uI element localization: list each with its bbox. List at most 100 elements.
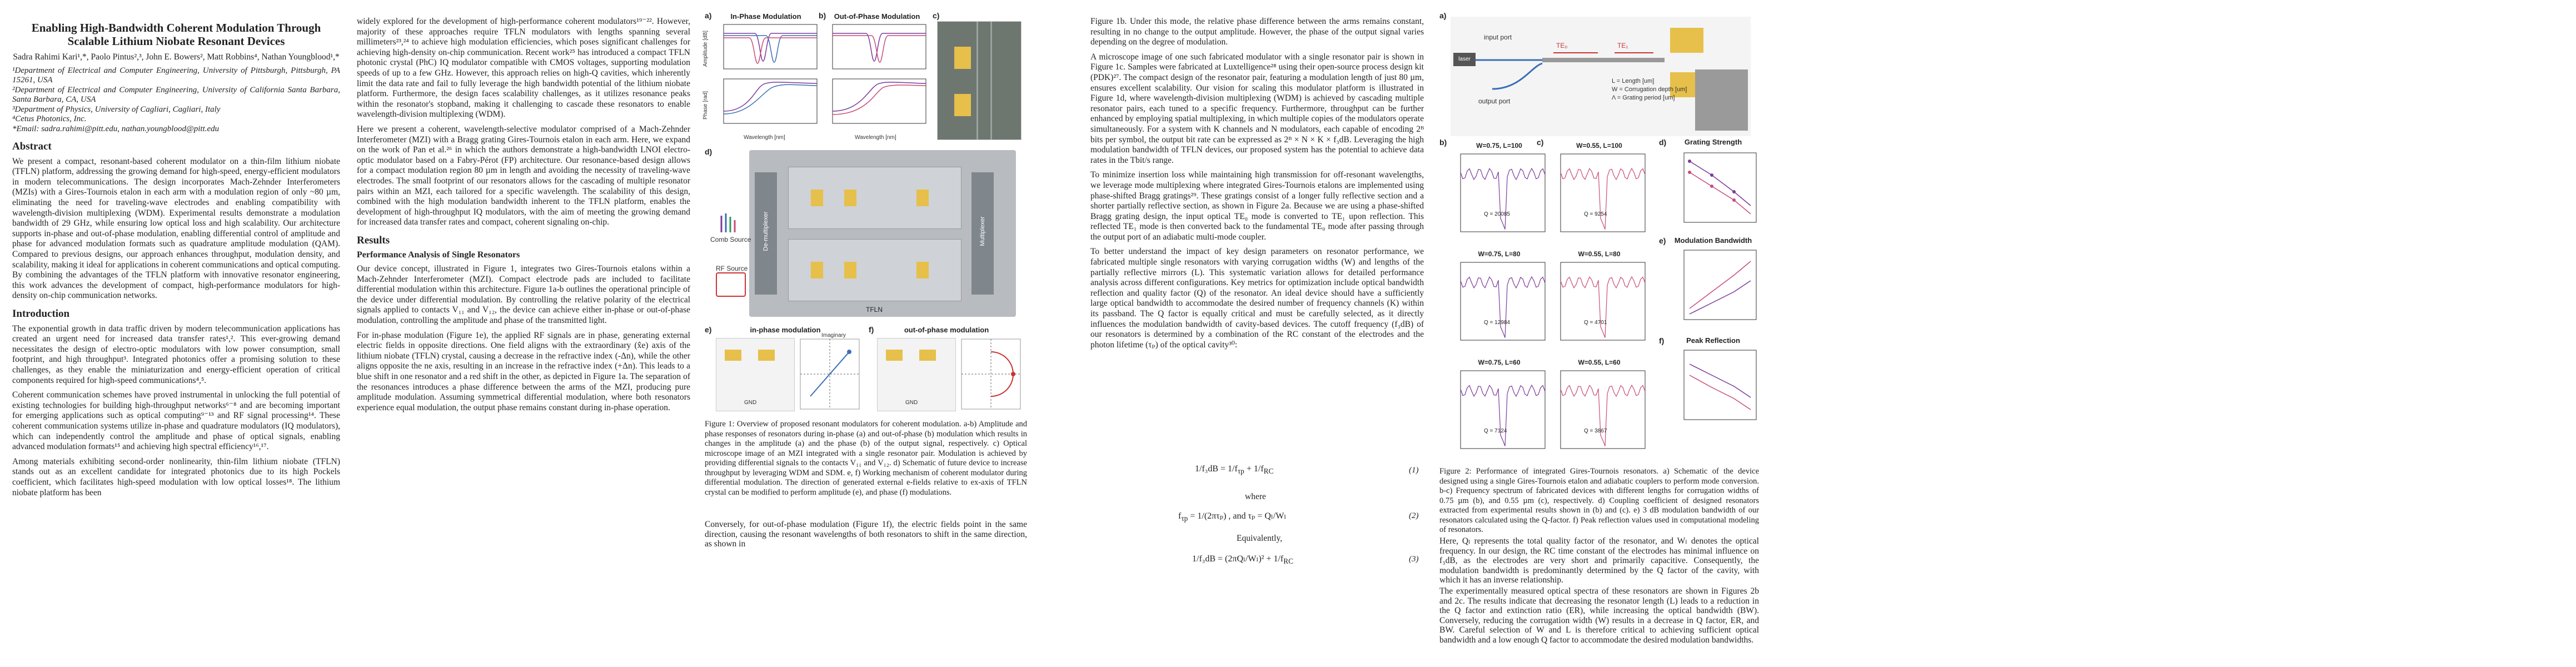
spectrum-plot — [1460, 262, 1546, 341]
modulation-bandwidth-plot — [1683, 250, 1757, 320]
equation-1: 1/f₃dB = 1/fτp + 1/fRC — [1195, 464, 1274, 476]
panel-label: b) — [819, 11, 826, 20]
spectrum-plot — [1460, 370, 1546, 449]
resonator-block — [788, 167, 961, 229]
spectrum-panel: W=0.55, L=100 Q = 9254 — [1551, 142, 1648, 247]
electrode-pad — [954, 47, 971, 69]
spectrum-plot — [1560, 262, 1646, 341]
microscope-image — [937, 21, 1022, 140]
spectrum-trace — [1560, 167, 1646, 230]
panel-label: c) — [933, 11, 940, 20]
spectrum-title: W=0.55, L=80 — [1578, 250, 1621, 258]
paragraph: Here we present a coherent, wavelength-s… — [357, 124, 690, 227]
device-schematic: laser input port output port TE₀ TE₁ L =… — [1451, 17, 1751, 136]
abstract-heading: Abstract — [12, 141, 52, 153]
spectrum-trace — [1560, 384, 1646, 446]
panel-label: c) — [1537, 138, 1544, 147]
rf-source-label: RF Source — [716, 265, 748, 272]
spectrum-title: W=0.55, L=100 — [1576, 142, 1622, 150]
peak-reflection-plot — [1683, 350, 1757, 420]
affiliations: ¹Department of Electrical and Computer E… — [12, 66, 340, 135]
panel-title: Grating Strength — [1684, 138, 1742, 146]
q-factor-label: Q = 7124 — [1484, 428, 1507, 434]
introduction-heading: Introduction — [12, 308, 70, 320]
paragraph: Coherent communication schemes have prov… — [12, 390, 340, 452]
q-factor-label: Q = 12984 — [1484, 320, 1510, 326]
panel-title: in-phase modulation — [750, 326, 821, 334]
spectrum-trace — [1560, 276, 1646, 338]
figure-2-caption: Figure 2: Performance of integrated Gire… — [1439, 467, 1759, 534]
multiplexer: Multiplexer — [971, 172, 994, 295]
spectrum-trace — [1460, 167, 1546, 230]
q-factor-label: Q = 3867 — [1584, 428, 1607, 434]
legend-period: Λ = Grating period [um] — [1612, 94, 1675, 101]
affiliation: ²Department of Electrical and Computer E… — [12, 85, 340, 104]
panel-label: b) — [1439, 138, 1447, 147]
spectrum-plot — [1560, 370, 1646, 449]
column-2: widely explored for the development of h… — [357, 17, 690, 417]
figure-1-caption: Figure 1: Overview of proposed resonant … — [705, 420, 1027, 497]
paragraph: widely explored for the development of h… — [357, 17, 690, 120]
paragraph: A microscope image of one such fabricate… — [1090, 52, 1424, 165]
q-factor-label: Q = 20085 — [1484, 211, 1510, 217]
spectra-grid: W=0.75, L=100 Q = 20085 W=0.55, L=100 Q = 9… — [1451, 142, 1651, 470]
subsection-heading: Performance Analysis of Single Resonator… — [357, 250, 520, 260]
panel-label: e) — [1659, 236, 1666, 245]
laser-icon: laser — [1453, 53, 1476, 66]
te1-label: TE₁ — [1617, 42, 1628, 49]
imaginary-axis-label: Imaginary — [821, 332, 846, 339]
input-port-label: input port — [1484, 33, 1512, 41]
spectrum-plot — [1560, 153, 1646, 232]
legend-length: L = Length [um] — [1612, 78, 1655, 84]
panel-label: d) — [705, 147, 712, 156]
te0-label: TE₀ — [1556, 42, 1568, 49]
electrode-pad — [1670, 28, 1703, 53]
affiliation: ⁴Cetus Photonics, Inc. — [12, 115, 87, 124]
paper-title: Enabling High-Bandwidth Coherent Modulat… — [31, 21, 321, 48]
spectrum-title: W=0.55, L=60 — [1578, 359, 1621, 366]
affiliation: ³Department of Physics, University of Ca… — [12, 104, 221, 114]
paragraph: The exponential growth in data traffic d… — [12, 323, 340, 385]
panel-label: f) — [1659, 336, 1665, 345]
results-heading: Results — [357, 234, 390, 246]
equation-3: 1/f₃dB = (2πQₗ/Wₗ)² + 1/fRC — [1192, 554, 1294, 566]
panel-title: Modulation Bandwidth — [1674, 236, 1752, 245]
equivalently-text: Equivalently, — [1237, 534, 1283, 543]
x-axis-label: Wavelength [nm] — [744, 135, 785, 141]
panel-label: a) — [705, 11, 712, 20]
rf-source-icon — [716, 272, 746, 297]
ground-label: GND — [905, 400, 918, 406]
spectrum-trace — [1460, 384, 1546, 446]
ground-label: GND — [744, 400, 757, 406]
spectrum-panel: W=0.75, L=100 Q = 20085 — [1451, 142, 1548, 247]
paragraph: Our device concept, illustrated in Figur… — [357, 264, 690, 326]
panel-label: f) — [869, 325, 874, 334]
spectrum-title: W=0.75, L=100 — [1476, 142, 1522, 150]
y-axis-label: Phase [rad] — [702, 91, 709, 120]
author-list: Sadra Rahimi Kari¹,*, Paolo Pintus²,³, J… — [13, 52, 340, 62]
column-1: Enabling High-Bandwidth Coherent Modulat… — [12, 17, 340, 502]
in-phase-plot — [723, 24, 818, 124]
paragraph: Here, Qₗ represents the total quality fa… — [1439, 536, 1759, 585]
y-axis-label: Amplitude [dB] — [702, 30, 709, 67]
wdm-schematic: De-multiplexer Multiplexer TFLN — [749, 150, 1016, 317]
equation-number: (2) — [1409, 511, 1419, 520]
spectrum-trace — [1460, 276, 1546, 338]
equation-number: (3) — [1409, 555, 1419, 564]
output-port-label: output port — [1478, 97, 1511, 105]
q-factor-label: Q = 4701 — [1584, 320, 1607, 326]
where-text: where — [1245, 492, 1266, 501]
contact-email[interactable]: *Email: sadra.rahimi@pitt.edu, nathan.yo… — [12, 124, 220, 133]
grating-strength-plot — [1683, 152, 1757, 223]
panel-label: a) — [1439, 11, 1447, 20]
out-of-phase-device-diagram: GND — [877, 338, 956, 411]
paragraph: To minimize insertion loss while maintai… — [1090, 170, 1424, 242]
spectrum-panel: W=0.55, L=60 Q = 3867 — [1551, 359, 1648, 464]
paragraph: Among materials exhibiting second-order … — [12, 456, 340, 497]
spectrum-panel: W=0.75, L=80 Q = 12984 — [1451, 250, 1548, 356]
figure-1: a) In-Phase Modulation Amplitude [dB] Ph… — [702, 11, 1027, 589]
spectrum-title: W=0.75, L=80 — [1478, 250, 1521, 258]
paragraph: The experimentally measured optical spec… — [1439, 586, 1759, 645]
q-factor-label: Q = 9254 — [1584, 211, 1607, 217]
